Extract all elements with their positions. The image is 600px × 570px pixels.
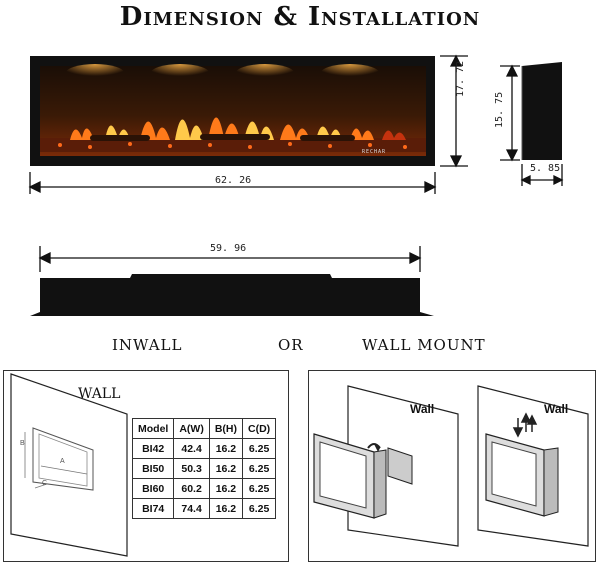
side-height-label: 15. 75 <box>494 91 505 128</box>
or-label: OR <box>278 336 304 354</box>
table-row: BI74 74.4 16.2 6.25 <box>131 498 277 519</box>
wall-cutout <box>32 427 94 491</box>
inwall-diagram <box>10 373 128 557</box>
brand-mark: RECHAR <box>362 149 387 155</box>
cell: 16.2 <box>208 478 244 499</box>
header-c: C(D) <box>242 418 277 439</box>
cell: BI74 <box>131 498 175 519</box>
front-width-dimension <box>28 172 437 194</box>
top-width-label: 59. 96 <box>210 243 247 254</box>
cell: 42.4 <box>173 438 210 459</box>
cell: 60.2 <box>173 478 210 499</box>
spotlights <box>65 64 380 84</box>
header-a: A(W) <box>173 418 210 439</box>
spec-table: Model A(W) B(H) C(D) BI42 42.4 16.2 6.25… <box>131 418 277 519</box>
wall-mount-diagram <box>313 385 589 547</box>
side-depth-label: 5. 85 <box>530 163 561 174</box>
wall-mount-right-label: Wall <box>544 402 569 416</box>
page-title: Dimension & Installation <box>119 2 481 32</box>
cell: 6.25 <box>242 438 277 459</box>
inwall-wall-label: WALL <box>78 386 121 402</box>
cell: BI60 <box>131 478 175 499</box>
cell: 16.2 <box>208 458 244 479</box>
cell: BI42 <box>131 438 175 459</box>
wall-mount-label: WALL MOUNT <box>362 336 486 354</box>
cell: 6.25 <box>242 498 277 519</box>
header-model: Model <box>131 418 175 439</box>
table-row: BI50 50.3 16.2 6.25 <box>131 458 277 479</box>
cell: 74.4 <box>173 498 210 519</box>
header-b: B(H) <box>208 418 244 439</box>
spec-table-header: Model A(W) B(H) C(D) <box>131 418 277 439</box>
side-height-dimension <box>500 64 520 162</box>
down-arrows <box>512 412 538 438</box>
cell: 16.2 <box>208 438 244 459</box>
mount-bracket <box>387 447 413 485</box>
dim-b-label: B <box>20 440 25 447</box>
cell: 16.2 <box>208 498 244 519</box>
side-view-body <box>522 62 562 160</box>
ember-bed <box>40 138 426 152</box>
cell: 6.25 <box>242 478 277 499</box>
front-height-label: 17. 72 <box>455 60 466 97</box>
dim-a-label: A <box>60 458 65 465</box>
table-row: BI42 42.4 16.2 6.25 <box>131 438 277 459</box>
front-width-label: 62. 26 <box>215 175 252 186</box>
cell: BI50 <box>131 458 175 479</box>
top-view-body <box>30 274 434 316</box>
logs <box>90 134 355 141</box>
top-width-dimension <box>38 246 422 272</box>
table-row: BI60 60.2 16.2 6.25 <box>131 478 277 499</box>
wall-panel-shape <box>10 373 128 557</box>
wall-mount-left-label: Wall <box>410 402 435 416</box>
front-view-drawing <box>28 54 564 316</box>
side-depth-dimension <box>520 164 564 186</box>
cell: 6.25 <box>242 458 277 479</box>
inwall-label: INWALL <box>112 336 183 354</box>
cell: 50.3 <box>173 458 210 479</box>
front-height-dimension <box>440 54 468 168</box>
dim-c-label: C <box>42 480 48 487</box>
embers <box>58 142 407 149</box>
